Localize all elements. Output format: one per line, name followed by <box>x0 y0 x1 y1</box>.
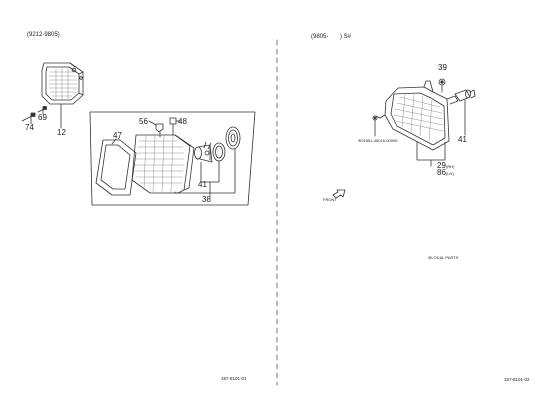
part-number-74: 74 <box>25 123 34 132</box>
leader-38 <box>175 149 235 193</box>
part-29-side: (RH) <box>446 164 455 169</box>
right-date-suffix: ) S# <box>340 34 352 40</box>
exploded-view-frame <box>90 112 255 205</box>
left-drawing-code: 157-8101-01 <box>221 376 247 381</box>
part-number-41-right: 41 <box>458 135 467 144</box>
part-number-39: 39 <box>438 63 447 72</box>
part-number-48: 48 <box>178 117 187 126</box>
bolt-part-note: ⊛91651-46016-00000 <box>358 138 398 143</box>
part-number-41: 41 <box>198 180 207 189</box>
front-label: FRONT <box>323 197 337 202</box>
part-number-86: 86 <box>437 168 446 177</box>
leader-41 <box>201 161 219 182</box>
part-number-56: 56 <box>139 117 148 126</box>
front-arrow <box>333 190 345 198</box>
headlamp-assembly-12 <box>42 63 83 128</box>
bulb-socket-right <box>455 90 475 101</box>
bolt-91651 <box>373 116 377 136</box>
grommet-39 <box>439 79 445 92</box>
composite-headlamp <box>376 81 458 150</box>
leader-29-86 <box>417 142 445 166</box>
part-number-69: 69 <box>38 113 47 122</box>
bulb-and-socket <box>195 127 241 162</box>
right-drawing-code: 157-8101-02 <box>504 377 530 382</box>
screws-74-69 <box>22 107 47 125</box>
part-number-29: 29 <box>437 161 446 170</box>
left-date-range: (9212-9805) <box>27 32 60 38</box>
retaining-ring-47 <box>96 139 136 195</box>
local-parts-note: ⊛LOCAL PARTS <box>428 255 459 260</box>
part-number-47: 47 <box>113 131 122 140</box>
part-number-38: 38 <box>202 195 211 204</box>
part-number-12: 12 <box>57 128 66 137</box>
right-date-range: (9805- <box>311 34 329 40</box>
headlamp-unit <box>132 118 194 193</box>
part-86-side: (LH) <box>446 171 454 176</box>
